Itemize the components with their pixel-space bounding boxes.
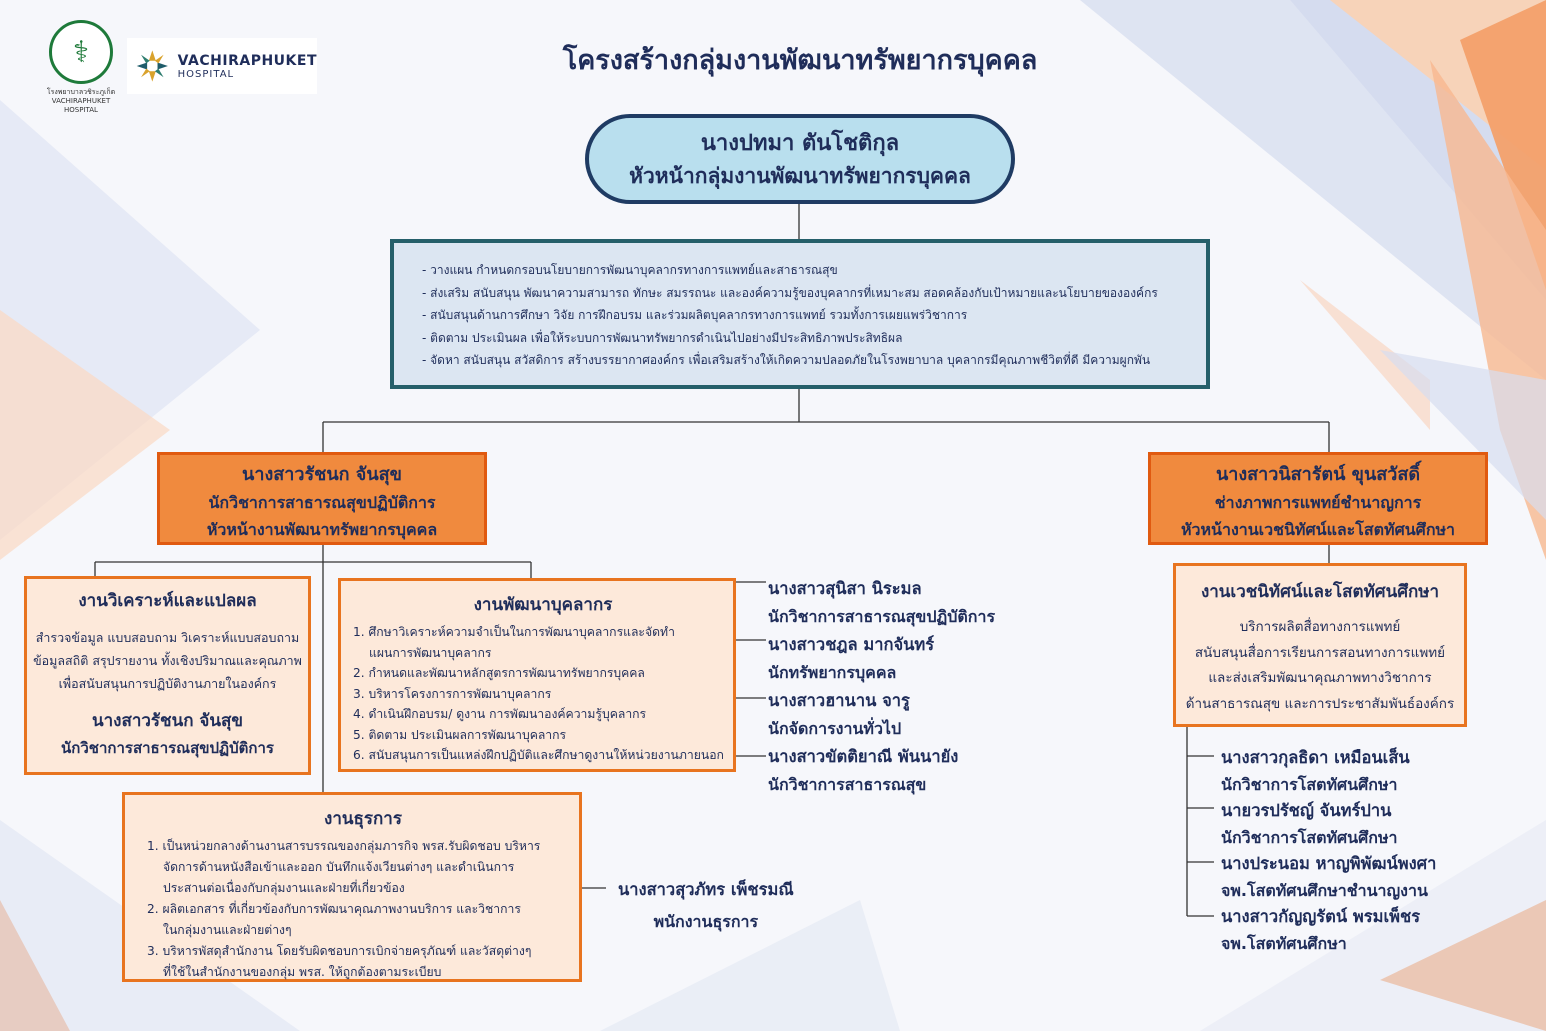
duty-item: - ติดตาม ประเมินผล เพื่อให้ระบบการพัฒนาท… bbox=[422, 330, 903, 345]
admin-item-text: 2. ผลิตเอกสาร ที่เกี่ยวข้องกับการพัฒนาคุ… bbox=[147, 902, 521, 916]
staff-name: นางสาวกัญญรัตน์ พรมเพ็ชร bbox=[1221, 907, 1421, 926]
lead-medical-media: นางสาวนิสารัตน์ ขุนสวัสดิ์ ช่างภาพการแพท… bbox=[1148, 452, 1488, 545]
staff-position: นักวิชาการสาธารณสุข bbox=[768, 775, 927, 794]
head-name: นางปทมา ตันโชติกุล bbox=[700, 131, 900, 156]
unit-analysis-desc-line: ข้อมูลสถิติ สรุปรายงาน ทั้งเชิงปริมาณและ… bbox=[33, 653, 302, 668]
dev-item-cont: แผนการพัฒนาบุคลากร bbox=[369, 645, 492, 660]
unit-dev-title: งานพัฒนาบุคลากร bbox=[473, 595, 613, 615]
list-item: 1. ศึกษาวิเคราะห์ความจำเป็นในการพัฒนาบุค… bbox=[353, 622, 733, 663]
lead-left-role: หัวหน้างานพัฒนาทรัพยากรบุคคล bbox=[206, 520, 438, 539]
staff-name: นางสาวฮานาน จารู bbox=[768, 691, 910, 710]
staff-name: นางสาวขัตติยาณี พันนายัง bbox=[768, 747, 959, 766]
dev-item-text: 4. ดำเนินฝึกอบรม/ ดูงาน การพัฒนาองค์ความ… bbox=[353, 707, 647, 721]
staff-position: นักวิชาการโสตทัศนศึกษา bbox=[1221, 774, 1398, 794]
list-item: 1. เป็นหน่วยกลางด้านงานสารบรรณของกลุ่มภา… bbox=[147, 836, 579, 899]
dev-item-text: 6. สนับสนุนการเป็นแหล่งฝึกปฏิบัติและศึกษ… bbox=[353, 748, 724, 762]
admin-item-cont: จัดการด้านหนังสือเข้าและออก บันทึกแจ้งเว… bbox=[163, 860, 515, 874]
head-node: นางปทมา ตันโชติกุล หัวหน้ากลุ่มงานพัฒนาท… bbox=[585, 114, 1015, 204]
unit-optic-title: งานเวชนิทัศน์และโสตทัศนศึกษา bbox=[1200, 582, 1440, 602]
staff-name: นายวรปรัชญ์ จันทร์ปาน bbox=[1221, 801, 1392, 820]
vachiraphuket-logo: VACHIRAPHUKET HOSPITAL bbox=[127, 38, 317, 94]
duty-item: - สนับสนุนด้านการศึกษา วิจัย การฝึกอบรม … bbox=[422, 308, 968, 322]
duty-item: - จัดหา สนับสนุน สวัสดิการ สร้างบรรยากาศ… bbox=[422, 353, 1151, 367]
lead-left-name: นางสาวรัชนก จันสุข bbox=[242, 464, 402, 485]
moph-caption-thai: โรงพยาบาลวชิระภูเก็ต bbox=[46, 88, 116, 96]
dev-staff-list: นางสาวสุนิสา นิระมล นักวิชาการสาธารณสุขป… bbox=[768, 575, 995, 799]
duties-box: - วางแผน กำหนดกรอบนโยบายการพัฒนาบุคลากรท… bbox=[390, 239, 1210, 389]
duty-item: - ส่งเสริม สนับสนุน พัฒนาความสามารถ ทักษ… bbox=[422, 285, 1158, 300]
vachira-logo-name: VACHIRAPHUKET bbox=[177, 52, 317, 69]
unit-analysis-desc-line: เพื่อสนับสนุนการปฏิบัติงานภายในองค์กร bbox=[58, 676, 277, 691]
duty-item: - วางแผน กำหนดกรอบนโยบายการพัฒนาบุคลากรท… bbox=[422, 263, 838, 277]
staff-position: นักวิชาการโสตทัศนศึกษา bbox=[1221, 827, 1398, 847]
admin-item-text: 3. บริหารพัสดุสำนักงาน โดยรับผิดชอบการเบ… bbox=[147, 944, 532, 958]
staff-position: นักวิชาการสาธารณสุขปฏิบัติการ bbox=[768, 607, 996, 626]
caduceus-icon: ⚕ bbox=[49, 20, 113, 84]
page-title: โครงสร้างกลุ่มงานพัฒนาทรัพยากรบุคคล bbox=[562, 45, 1038, 76]
unit-medical-media: งานเวชนิทัศน์และโสตทัศนศึกษา บริการผลิตส… bbox=[1173, 563, 1467, 727]
dev-item-text: 3. บริหารโครงการการพัฒนาบุคลากร bbox=[353, 686, 552, 701]
list-item: 3. บริหารโครงการการพัฒนาบุคลากร bbox=[353, 684, 733, 705]
staff-position: จพ.โสตทัศนศึกษาชำนาญงาน bbox=[1221, 880, 1428, 900]
unit-analysis-person-position: นักวิชาการสาธารณสุขปฏิบัติการ bbox=[61, 739, 274, 757]
optic-staff-list: นางสาวกุลธิดา เหมือนเส็น นักวิชาการโสตทั… bbox=[1221, 745, 1436, 957]
lead-hr-development: นางสาวรัชนก จันสุข นักวิชาการสาธารณสุขปฏ… bbox=[157, 452, 487, 545]
vachira-logo-sub: HOSPITAL bbox=[177, 68, 235, 80]
unit-analysis-title: งานวิเคราะห์และแปลผล bbox=[78, 591, 257, 611]
dev-item-text: 5. ติดตาม ประเมินผลการพัฒนาบุคลากร bbox=[353, 727, 567, 742]
head-position: หัวหน้ากลุ่มงานพัฒนาทรัพยากรบุคคล bbox=[629, 164, 971, 188]
staff-name: นางสาวชฎล มากจันทร์ bbox=[768, 635, 935, 654]
lead-right-position: ช่างภาพการแพทย์ชำนาญการ bbox=[1214, 493, 1422, 512]
unit-administration: งานธุรการ 1. เป็นหน่วยกลางด้านงานสารบรรณ… bbox=[122, 792, 582, 982]
admin-staff: นางสาวสุวภัทร เพ็ชรมณี พนักงานธุรการ bbox=[618, 876, 794, 936]
staff-name: นางสาวกุลธิดา เหมือนเส็น bbox=[1221, 748, 1410, 767]
unit-optic-desc-line: และส่งเสริมพัฒนาคุณภาพทางวิชาการ bbox=[1208, 670, 1432, 686]
dev-item-text: 1. ศึกษาวิเคราะห์ความจำเป็นในการพัฒนาบุค… bbox=[353, 625, 675, 639]
list-item: 2. กำหนดและพัฒนาหลักสูตรการพัฒนาทรัพยากร… bbox=[353, 663, 733, 684]
unit-optic-desc-line: สนับสนุนสื่อการเรียนการสอนทางการแพทย์ bbox=[1194, 644, 1446, 661]
unit-personnel-development: งานพัฒนาบุคลากร 1. ศึกษาวิเคราะห์ความจำเ… bbox=[338, 578, 736, 772]
staff-position: นักจัดการงานทั่วไป bbox=[768, 719, 902, 738]
staff-position: นักทรัพยากรบุคคล bbox=[768, 663, 897, 682]
staff-position: จพ.โสตทัศนศึกษา bbox=[1221, 933, 1347, 953]
list-item: 5. ติดตาม ประเมินผลการพัฒนาบุคลากร bbox=[353, 725, 733, 746]
staff-name: นางประนอม หาญพิพัฒน์พงศา bbox=[1221, 854, 1437, 873]
list-item: 2. ผลิตเอกสาร ที่เกี่ยวข้องกับการพัฒนาคุ… bbox=[147, 899, 579, 941]
unit-analysis-person-name: นางสาวรัชนก จันสุข bbox=[91, 711, 244, 731]
staff-name: นางสาวสุนิสา นิระมล bbox=[768, 579, 922, 598]
unit-admin-title: งานธุรการ bbox=[324, 809, 402, 829]
lead-right-name: นางสาวนิสารัตน์ ขุนสวัสดิ์ bbox=[1215, 464, 1421, 485]
moph-caption-english: VACHIRAPHUKET HOSPITAL bbox=[51, 97, 111, 114]
lead-right-role: หัวหน้างานเวชนิทัศน์และโสตทัศนศึกษา bbox=[1180, 520, 1456, 539]
unit-optic-desc-line: ด้านสาธารณสุข และการประชาสัมพันธ์องค์กร bbox=[1185, 695, 1455, 712]
unit-optic-desc-line: บริการผลิตสื่อทางการแพทย์ bbox=[1239, 619, 1401, 635]
staff-position: พนักงานธุรการ bbox=[653, 912, 759, 931]
unit-analysis-desc-line: สำรวจข้อมูล แบบสอบถาม วิเคราะห์แบบสอบถาม bbox=[35, 630, 300, 645]
moph-logo: ⚕ โรงพยาบาลวชิระภูเก็ต VACHIRAPHUKET HOS… bbox=[40, 20, 122, 114]
admin-item-cont: ในกลุ่มงานและฝ่ายต่างๆ bbox=[163, 923, 292, 937]
unit-analysis: งานวิเคราะห์และแปลผล สำรวจข้อมูล แบบสอบถ… bbox=[24, 576, 311, 775]
vachira-star-icon bbox=[136, 50, 168, 82]
list-item: 3. บริหารพัสดุสำนักงาน โดยรับผิดชอบการเบ… bbox=[147, 941, 579, 983]
admin-item-text: 1. เป็นหน่วยกลางด้านงานสารบรรณของกลุ่มภา… bbox=[147, 839, 541, 853]
lead-left-position: นักวิชาการสาธารณสุขปฏิบัติการ bbox=[208, 493, 436, 512]
dev-item-text: 2. กำหนดและพัฒนาหลักสูตรการพัฒนาทรัพยากร… bbox=[353, 666, 645, 680]
staff-name: นางสาวสุวภัทร เพ็ชรมณี bbox=[618, 880, 794, 899]
list-item: 6. สนับสนุนการเป็นแหล่งฝึกปฏิบัติและศึกษ… bbox=[353, 745, 733, 766]
admin-item-cont: ที่ใช้ในสำนักงานของกลุ่ม พรส. ให้ถูกต้อง… bbox=[163, 965, 442, 979]
admin-item-cont: ประสานต่อเนื่องกับกลุ่มงานและฝ่ายที่เกี่… bbox=[163, 881, 405, 895]
moph-logo-caption: โรงพยาบาลวชิระภูเก็ต VACHIRAPHUKET HOSPI… bbox=[40, 88, 122, 115]
list-item: 4. ดำเนินฝึกอบรม/ ดูงาน การพัฒนาองค์ความ… bbox=[353, 704, 733, 725]
